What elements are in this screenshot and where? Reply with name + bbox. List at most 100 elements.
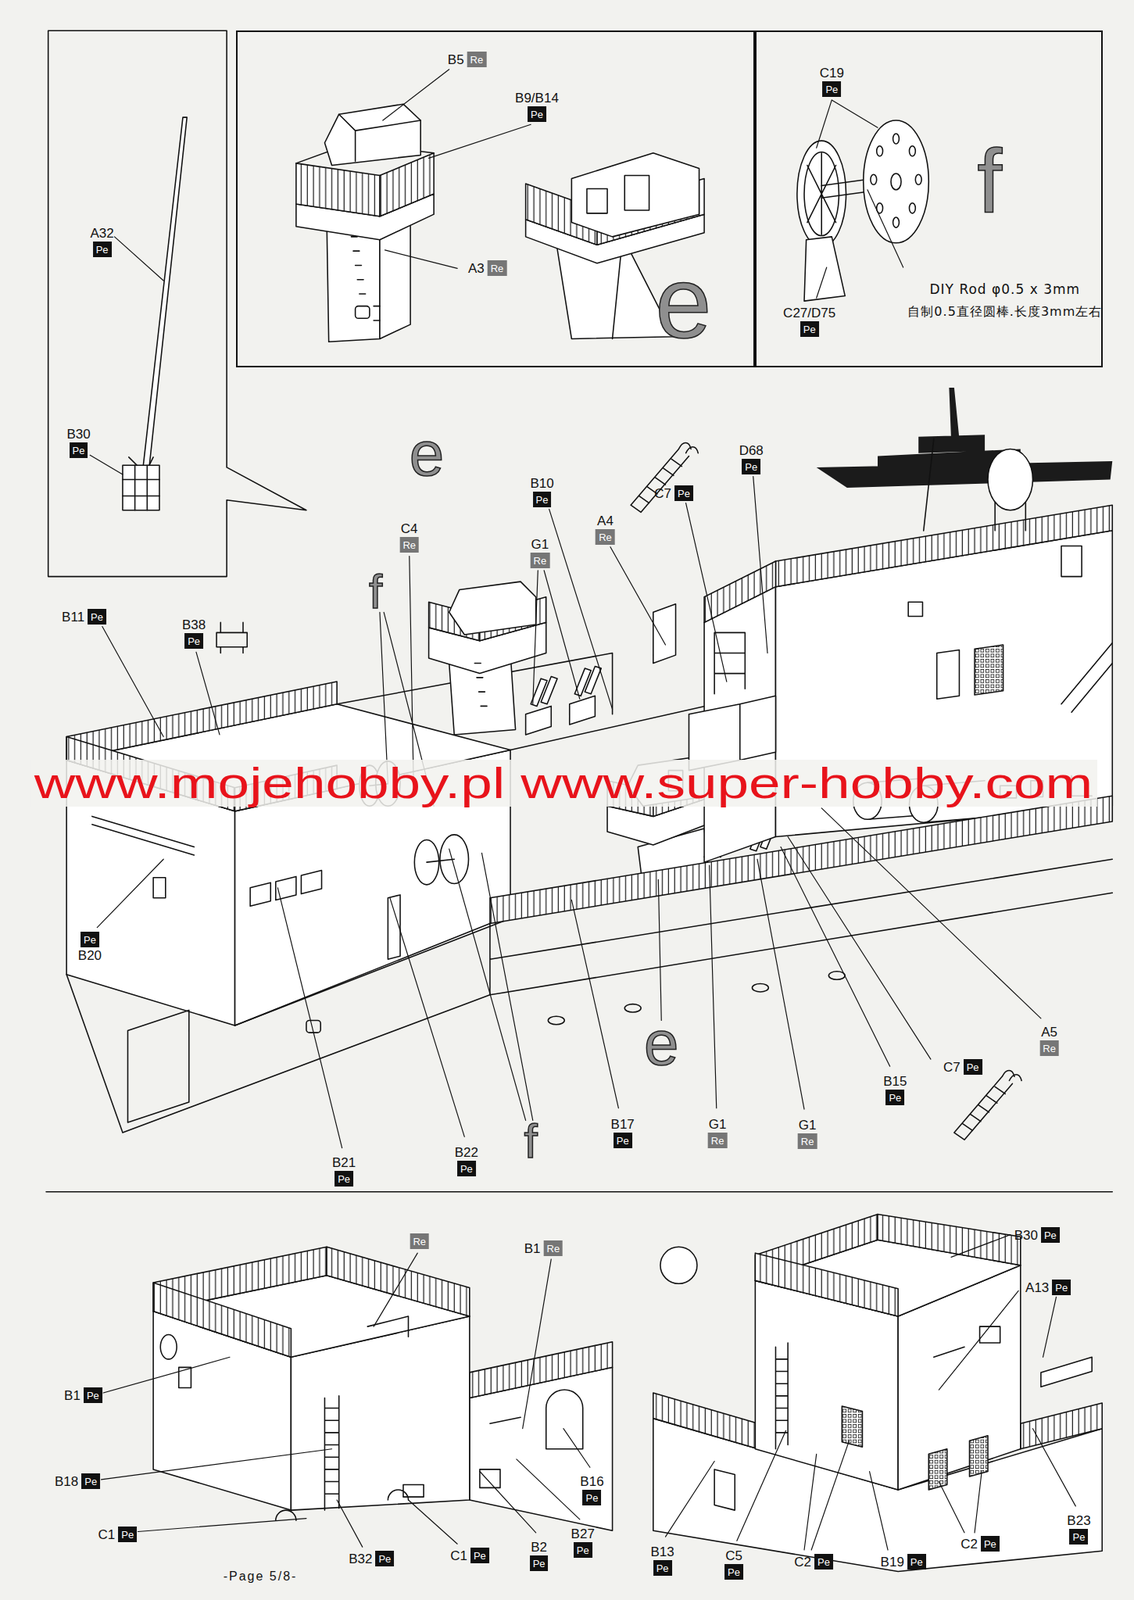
line-art bbox=[216, 622, 247, 653]
line-art bbox=[653, 604, 677, 664]
line-art bbox=[326, 1246, 470, 1317]
line-art bbox=[160, 1334, 177, 1360]
line-art bbox=[350, 236, 380, 321]
line-art bbox=[908, 203, 916, 214]
line-art bbox=[938, 1234, 1076, 1507]
line-art bbox=[915, 174, 922, 185]
part-number: B30 bbox=[1014, 1228, 1038, 1242]
part-callout: D68Pe bbox=[741, 458, 761, 475]
line-art bbox=[490, 795, 1113, 923]
inset-panel: C19PeC27/D75PefDIY Rod φ0.5 x 3mm自制0.5直径… bbox=[754, 30, 1102, 368]
leader-lines bbox=[89, 69, 1076, 1550]
part-number: B23 bbox=[1066, 1513, 1091, 1528]
part-callout: C1Pe bbox=[470, 1547, 490, 1564]
line-art bbox=[775, 1342, 788, 1449]
part-number: C2 bbox=[794, 1555, 812, 1569]
line-art bbox=[816, 387, 1113, 488]
part-callout: B2Pe bbox=[529, 1555, 549, 1571]
line-art bbox=[969, 1435, 988, 1477]
part-callout: B13Pe bbox=[653, 1559, 673, 1576]
part-callout: C2Pe bbox=[814, 1553, 834, 1570]
part-callout: B10Pe bbox=[533, 491, 552, 508]
part-callout: B5Re bbox=[467, 51, 487, 68]
line-art bbox=[775, 504, 1113, 587]
part-callout: C7Pe bbox=[963, 1058, 983, 1075]
note-text: 自制0.5直径圆棒.长度3mm左右 bbox=[907, 305, 1102, 319]
watermark: www.mojehobby.pl www.super-hobby.com bbox=[29, 759, 1097, 807]
part-callout: B30Pe bbox=[1040, 1227, 1060, 1243]
line-art bbox=[954, 1069, 1022, 1140]
part-callout: C5Pe bbox=[724, 1563, 744, 1580]
part-number: B5 bbox=[447, 52, 465, 66]
line-art bbox=[630, 443, 698, 513]
part-number: B17 bbox=[611, 1117, 635, 1131]
line-art bbox=[586, 189, 608, 214]
part-number: B16 bbox=[579, 1474, 604, 1489]
part-number: C2 bbox=[960, 1536, 978, 1550]
material-badge: Pe bbox=[473, 1550, 487, 1561]
part-callout: B9/B14Pe bbox=[527, 106, 547, 122]
line-art bbox=[426, 858, 455, 863]
material-badge: Re bbox=[412, 1236, 426, 1247]
material-badge: Pe bbox=[888, 1092, 902, 1103]
part-number: C5 bbox=[725, 1548, 743, 1563]
material-badge: Re bbox=[801, 1136, 815, 1147]
part-callout: A32Pe bbox=[93, 241, 112, 258]
line-art bbox=[974, 644, 1004, 695]
part-number: B22 bbox=[454, 1145, 479, 1160]
line-art bbox=[122, 457, 160, 511]
part-number: C1 bbox=[450, 1548, 468, 1563]
part-number: B27 bbox=[571, 1527, 595, 1541]
material-badge: Pe bbox=[83, 934, 97, 945]
part-number: A4 bbox=[597, 514, 614, 528]
material-badge: Pe bbox=[378, 1553, 391, 1564]
line-art bbox=[275, 1469, 501, 1521]
line-art bbox=[122, 465, 160, 510]
material-badge: Pe bbox=[121, 1529, 134, 1540]
part-number: B13 bbox=[650, 1545, 674, 1559]
line-art bbox=[324, 1395, 339, 1510]
line-art bbox=[449, 581, 537, 635]
line-art bbox=[893, 217, 900, 228]
line-art bbox=[714, 1326, 1001, 1510]
line-art bbox=[153, 877, 166, 898]
material-badge: Re bbox=[470, 54, 484, 65]
line-art bbox=[908, 146, 916, 157]
part-number: B11 bbox=[61, 609, 85, 623]
part-callout: A13Pe bbox=[1051, 1279, 1071, 1295]
line-art bbox=[876, 146, 884, 157]
material-badge: Pe bbox=[96, 244, 109, 255]
line-art bbox=[937, 650, 960, 700]
line-art bbox=[469, 1341, 613, 1399]
material-badge: Pe bbox=[966, 1062, 980, 1073]
part-number: C4 bbox=[400, 522, 419, 536]
part-callout: A5Re bbox=[1039, 1040, 1059, 1056]
page-number: -Page 5/8- bbox=[223, 1570, 298, 1583]
line-art bbox=[336, 1428, 591, 1547]
line-art bbox=[1020, 1402, 1102, 1449]
line-art bbox=[525, 676, 558, 735]
line-art bbox=[863, 120, 930, 244]
part-callout: B1Re bbox=[543, 1240, 564, 1256]
part-number: B18 bbox=[54, 1474, 79, 1489]
material-badge: Re bbox=[711, 1135, 725, 1146]
part-callout: A4Re bbox=[595, 529, 616, 545]
material-badge: Re bbox=[490, 263, 505, 274]
part-number: B9/B14 bbox=[515, 91, 559, 105]
line-art bbox=[546, 1389, 584, 1449]
part-number: C1 bbox=[98, 1527, 116, 1541]
line-art bbox=[877, 1214, 1021, 1266]
material-badge: Pe bbox=[337, 1173, 351, 1185]
part-number: A3 bbox=[468, 261, 485, 276]
line-art bbox=[804, 152, 839, 237]
part-callout: C19Pe bbox=[822, 81, 841, 97]
part-number: C7 bbox=[943, 1059, 961, 1074]
line-art bbox=[569, 665, 601, 724]
part-callout: C4Re bbox=[399, 536, 419, 553]
material-badge: Pe bbox=[187, 636, 201, 647]
material-badge: Re bbox=[533, 555, 548, 566]
line-art bbox=[893, 133, 900, 144]
step-letter: f bbox=[368, 567, 383, 616]
part-callout: B21Pe bbox=[334, 1170, 354, 1187]
